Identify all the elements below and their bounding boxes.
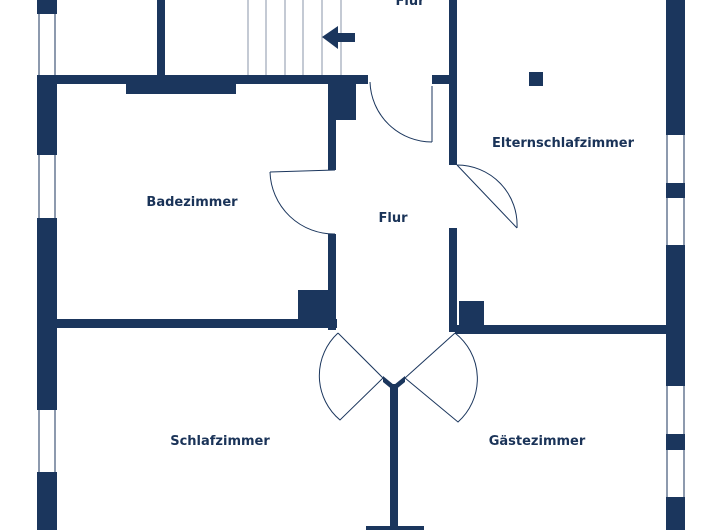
- room-label-elternschlafzimmer: Elternschlafzimmer: [492, 136, 635, 151]
- column: [529, 72, 543, 86]
- room-label-gaestezimmer: Gästezimmer: [489, 434, 586, 449]
- arrow-left-icon: [322, 26, 355, 49]
- room-label-flur: Flur: [378, 211, 408, 226]
- walls: [37, 0, 685, 530]
- door-swings: [269, 81, 518, 423]
- windows: [38, 0, 685, 497]
- room-label-badezimmer: Badezimmer: [146, 195, 238, 210]
- room-label-schlafzimmer: Schlafzimmer: [170, 434, 270, 449]
- room-label-flur-top: Flur: [395, 0, 425, 9]
